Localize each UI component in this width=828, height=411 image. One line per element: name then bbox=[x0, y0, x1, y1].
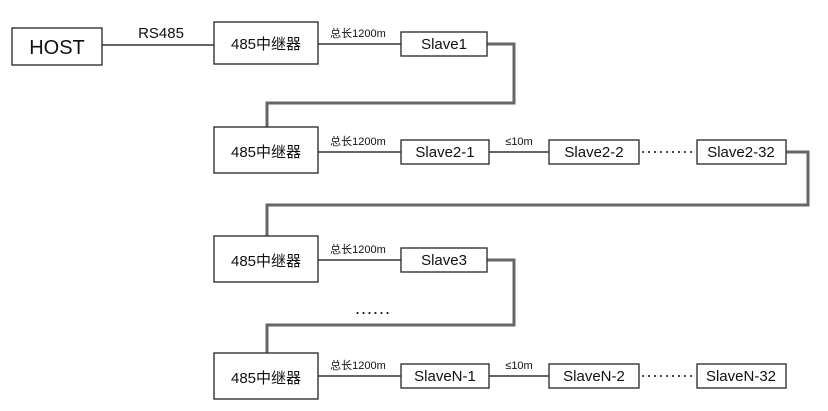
slave-label-2-2: Slave2-2 bbox=[564, 144, 623, 161]
slave-label-2-32: Slave2-32 bbox=[707, 144, 775, 161]
slave-box-n-32 bbox=[696, 363, 787, 389]
slave-label-n-32: SlaveN-32 bbox=[706, 368, 776, 385]
repeater-label-3: 485中继器 bbox=[231, 253, 301, 270]
slave-box-2-1 bbox=[400, 139, 490, 165]
slave-label-3: Slave3 bbox=[421, 252, 467, 269]
spacing-label-2: ≤10m bbox=[505, 136, 532, 148]
host-box bbox=[11, 27, 103, 66]
rs485-label: RS485 bbox=[138, 25, 184, 42]
length-label-1: 总长1200m bbox=[330, 26, 386, 40]
slave-label-n-2: SlaveN-2 bbox=[563, 368, 625, 385]
group-ellipsis: ...... bbox=[355, 298, 391, 318]
length-label-4: 总长1200m bbox=[330, 358, 386, 372]
slave-box-2-2 bbox=[548, 139, 640, 165]
slave-label-1: Slave1 bbox=[421, 36, 467, 53]
slave-box-n-2 bbox=[548, 363, 640, 389]
repeater-label-2: 485中继器 bbox=[231, 144, 301, 161]
host-label: HOST bbox=[29, 37, 85, 59]
slave-label-n-1: SlaveN-1 bbox=[414, 368, 476, 385]
slave-box-2-32 bbox=[696, 139, 787, 165]
repeater-box-1 bbox=[213, 21, 319, 65]
bus-row3-to-row4 bbox=[265, 258, 516, 353]
slave-box-1 bbox=[400, 31, 488, 57]
slave-box-3 bbox=[400, 247, 488, 273]
repeater-box-4 bbox=[213, 352, 319, 400]
spacing-label-4: ≤10m bbox=[505, 360, 532, 372]
repeater-box-3 bbox=[213, 235, 319, 283]
repeater-label-1: 485中继器 bbox=[231, 36, 301, 53]
length-label-2: 总长1200m bbox=[330, 134, 386, 148]
bus-row2-to-row3 bbox=[265, 150, 810, 236]
length-label-3: 总长1200m bbox=[330, 242, 386, 256]
bus-row1-to-row2 bbox=[265, 42, 516, 127]
repeater-box-2 bbox=[213, 126, 319, 174]
repeater-label-4: 485中继器 bbox=[231, 370, 301, 387]
slave-label-2-1: Slave2-1 bbox=[415, 144, 474, 161]
slave-box-n-1 bbox=[400, 363, 490, 389]
